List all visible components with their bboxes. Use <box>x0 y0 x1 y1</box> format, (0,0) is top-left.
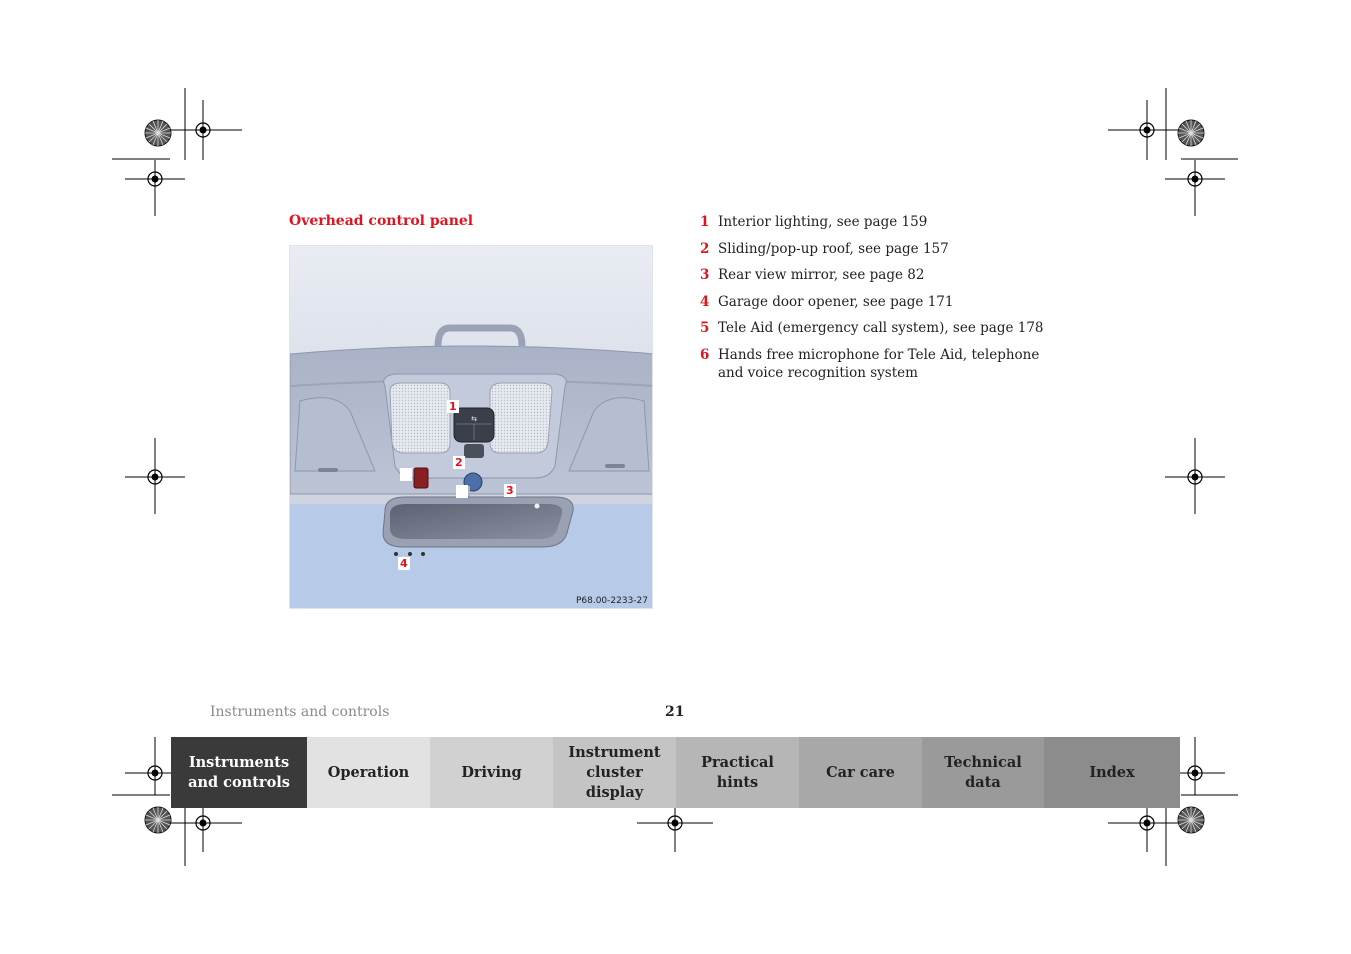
footer-section-name: Instruments and controls <box>210 704 390 720</box>
tab-index[interactable]: Index <box>1044 737 1180 808</box>
section-title: Overhead control panel <box>289 213 474 229</box>
legend-number: 3 <box>700 267 710 283</box>
tab-instruments-and-controls[interactable]: Instruments and controls <box>171 737 307 808</box>
legend-text: Interior lighting, see page 159 <box>718 214 928 230</box>
legend-item: 4 Garage door opener, see page 171 <box>700 293 1080 311</box>
overhead-panel-figure: ⇆ 1 2 3 4 P68.00-2233-27 <box>289 245 653 609</box>
legend-item: 1 Interior lighting, see page 159 <box>700 213 1080 231</box>
callout-1: 1 <box>447 400 459 413</box>
callout-3: 3 <box>504 484 516 497</box>
svg-text:⇆: ⇆ <box>471 415 477 423</box>
legend-number: 5 <box>700 320 710 336</box>
callout-blank-6 <box>456 485 468 498</box>
callout-2: 2 <box>453 456 465 469</box>
legend-text: Tele Aid (emergency call system), see pa… <box>718 320 1044 336</box>
legend-list: 1 Interior lighting, see page 159 2 Slidin… <box>700 213 1080 390</box>
legend-item: 2 Sliding/pop-up roof, see page 157 <box>700 240 1080 258</box>
legend-item: 6 Hands free microphone for Tele Aid, tel… <box>700 346 1080 382</box>
tab-instrument-cluster-display[interactable]: Instrument cluster display <box>553 737 676 808</box>
chapter-nav: Instruments and controls Operation Drivi… <box>171 737 1180 808</box>
figure-reference-code: P68.00-2233-27 <box>575 596 648 606</box>
legend-number: 6 <box>700 346 710 363</box>
tab-driving[interactable]: Driving <box>430 737 553 808</box>
legend-text: Garage door opener, see page 171 <box>718 293 954 310</box>
legend-number: 4 <box>700 293 710 310</box>
callout-4: 4 <box>398 557 410 570</box>
tab-operation[interactable]: Operation <box>307 737 430 808</box>
legend-number: 2 <box>700 240 710 257</box>
legend-text: Rear view mirror, see page 82 <box>718 267 925 283</box>
legend-item: 5 Tele Aid (emergency call system), see p… <box>700 319 1080 337</box>
legend-number: 1 <box>700 214 710 230</box>
overhead-panel-illustration: ⇆ <box>290 246 652 608</box>
tab-car-care[interactable]: Car care <box>799 737 922 808</box>
tab-technical-data[interactable]: Technical data <box>922 737 1044 808</box>
page-number: 21 <box>665 704 685 720</box>
callout-blank-5 <box>400 468 412 481</box>
legend-text: Hands free microphone for Tele Aid, tele… <box>718 346 1040 381</box>
legend-text: Sliding/pop-up roof, see page 157 <box>718 240 949 257</box>
legend-item: 3 Rear view mirror, see page 82 <box>700 266 1080 284</box>
tab-practical-hints[interactable]: Practical hints <box>676 737 799 808</box>
